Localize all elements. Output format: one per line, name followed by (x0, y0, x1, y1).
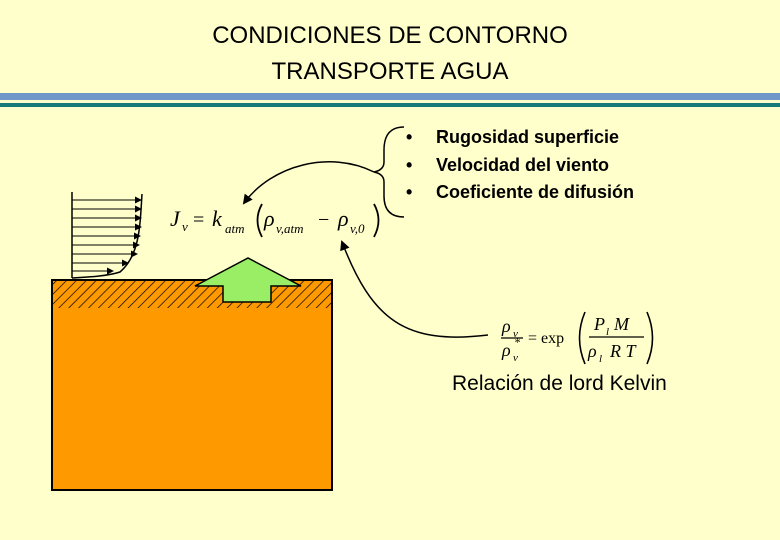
eq-flux-paren-right (373, 203, 380, 238)
kelvin-equation: ρ v ρ * v = exp P l M ρ l R T (501, 311, 654, 365)
vapor-flux-arrow (194, 257, 302, 303)
eq-flux-equals: = (193, 209, 204, 231)
header-rule-blue (0, 93, 780, 100)
eq-kelvin-M: M (613, 314, 630, 334)
eq-kelvin-num-sub: v (513, 328, 518, 340)
eq-flux-J: J (170, 206, 181, 231)
factor-item: Rugosidad superficie (406, 123, 686, 151)
eq-kelvin-rho-l-sub: l (599, 353, 602, 365)
factor-list: Rugosidad superficie Velocidad del vient… (406, 123, 686, 205)
kelvin-label: Relación de lord Kelvin (452, 372, 667, 395)
page-title-line1: CONDICIONES DE CONTORNO (212, 22, 568, 49)
eq-flux-minus: − (318, 209, 329, 231)
eq-flux-rho-atm: ρ (263, 206, 275, 231)
eq-flux-rho-0: ρ (337, 206, 349, 231)
eq-flux-rho-atm-sub: v,atm (276, 221, 304, 236)
eq-flux-k: k (212, 206, 223, 231)
eq-kelvin-paren-left (578, 311, 586, 365)
eq-kelvin-den-sub: v (513, 352, 518, 364)
eq-kelvin-num: ρ (501, 316, 511, 336)
eq-flux-k-sub: atm (225, 221, 245, 236)
eq-flux-paren-left (256, 203, 263, 238)
factor-item: Coeficiente de difusión (406, 179, 686, 205)
eq-flux-rho-0-sub: v,0 (350, 221, 365, 236)
soil-block (51, 279, 333, 491)
eq-kelvin-den: ρ (501, 340, 511, 360)
page-title-line2: TRANSPORTE AGUA (271, 58, 509, 85)
eq-kelvin-RT: R T (609, 341, 637, 361)
eq-kelvin-P: P (593, 314, 605, 334)
factor-brace (373, 126, 405, 218)
wind-profile (71, 192, 143, 279)
factor-item: Velocidad del viento (406, 151, 686, 179)
eq-kelvin-den-sup: * (514, 335, 520, 349)
eq-flux-J-sub: v (182, 219, 188, 234)
eq-kelvin-rho-l: ρ (587, 341, 597, 361)
flux-equation: J v = k atm ρ v,atm − ρ v,0 (170, 203, 380, 238)
kelvin-to-equation-arrow (340, 240, 489, 338)
eq-kelvin-paren-right (646, 311, 654, 365)
factors-to-equation-arrow (242, 161, 375, 205)
header-rule-teal (0, 103, 780, 107)
eq-kelvin-P-sub: l (606, 326, 609, 338)
eq-kelvin-exp: = exp (528, 330, 564, 347)
